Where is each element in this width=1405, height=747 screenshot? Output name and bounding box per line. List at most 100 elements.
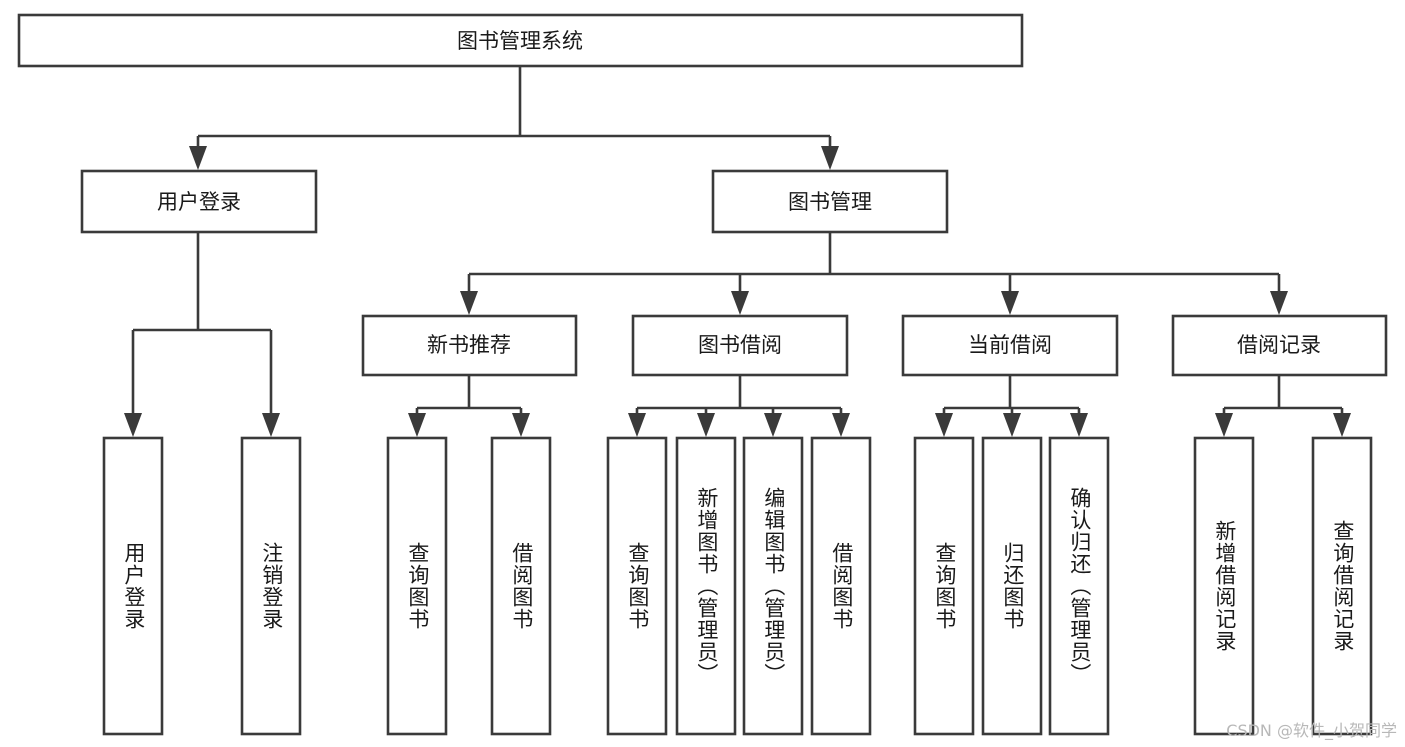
leaf-borrow-record-2-label-wrap: 查询借阅记录 [1330, 520, 1355, 652]
arrow-head-bb-leaf1 [628, 413, 646, 437]
arrow-head-new-book-recommend [460, 291, 478, 315]
leaf-book-borrow-3-label-wrap: 编辑图书（管理员） [761, 487, 786, 685]
connector-group-book-mgmt [460, 232, 1288, 315]
arrow-head-bb-leaf3 [764, 413, 782, 437]
node-current-borrow-box[interactable] [901, 314, 1119, 377]
leaf-current-borrow-2-label-wrap: 归还图书 [1000, 542, 1025, 630]
leaf-borrow-record-2-box[interactable] [1311, 436, 1373, 736]
arrow-head-borrow-record [1270, 291, 1288, 315]
node-borrow-record-box[interactable] [1171, 314, 1388, 377]
node-book-borrow-box[interactable] [631, 314, 849, 377]
leaf-borrow-record-2[interactable]: 查询借阅记录 [1311, 436, 1373, 736]
leaf-new-book-recommend-2-box[interactable] [490, 436, 552, 736]
leaf-current-borrow-1-box[interactable] [913, 436, 975, 736]
leaf-book-borrow-4[interactable]: 借阅图书 [810, 436, 872, 736]
leaf-current-borrow-3-label-wrap: 确认归还（管理员） [1067, 487, 1092, 685]
arrow-head-book-borrow [731, 291, 749, 315]
connector-group-borrow-record [1215, 375, 1351, 437]
leaf-book-borrow-2-label-wrap: 新增图书（管理员） [694, 487, 719, 685]
node-book-borrow[interactable]: 图书借阅 [631, 314, 849, 377]
leaf-current-borrow-1[interactable]: 查询图书 [913, 436, 975, 736]
leaf-current-borrow-3[interactable]: 确认归还（管理员） [1048, 436, 1110, 736]
leaf-book-borrow-3[interactable]: 编辑图书（管理员） [742, 436, 804, 736]
leaf-user-login-2[interactable]: 注销登录 [240, 436, 302, 736]
leaf-new-book-recommend-1-box[interactable] [386, 436, 448, 736]
leaf-user-login-2-label: 注销登录 [259, 542, 284, 630]
leaf-user-login-2-box[interactable] [240, 436, 302, 736]
arrow-head-br-leaf1 [1215, 413, 1233, 437]
arrow-head-cb-leaf3 [1070, 413, 1088, 437]
arrow-head-bb-leaf2 [697, 413, 715, 437]
arrow-head-br-leaf2 [1333, 413, 1351, 437]
node-new-book-recommend-box[interactable] [361, 314, 578, 377]
leaf-book-borrow-4-label-wrap: 借阅图书 [829, 542, 854, 630]
leaf-user-login-2-label-wrap: 注销登录 [259, 542, 284, 630]
leaf-current-borrow-2-box[interactable] [981, 436, 1043, 736]
leaf-borrow-record-2-label: 查询借阅记录 [1330, 520, 1355, 652]
node-root-box[interactable] [17, 13, 1024, 68]
leaf-current-borrow-1-label: 查询图书 [932, 542, 957, 630]
arrow-head-user-login-leaf1 [124, 413, 142, 437]
leaf-book-borrow-1-box[interactable] [606, 436, 668, 736]
node-user-login[interactable]: 用户登录 [80, 169, 318, 234]
leaf-book-borrow-2-label: 新增图书（管理员） [694, 487, 719, 685]
leaf-borrow-record-1-label: 新增借阅记录 [1212, 520, 1237, 652]
leaf-book-borrow-3-label: 编辑图书（管理员） [761, 487, 786, 685]
node-current-borrow[interactable]: 当前借阅 [901, 314, 1119, 377]
leaf-new-book-recommend-1[interactable]: 查询图书 [386, 436, 448, 736]
node-user-login-box[interactable] [80, 169, 318, 234]
leaf-user-login-1[interactable]: 用户登录 [102, 436, 164, 736]
leaf-user-login-1-label: 用户登录 [121, 542, 146, 630]
node-new-book-recommend-label: 新书推荐 [427, 333, 511, 357]
arrow-head-cb-leaf2 [1003, 413, 1021, 437]
node-user-login-label: 用户登录 [157, 190, 241, 214]
node-current-borrow-label: 当前借阅 [968, 333, 1052, 357]
leaf-book-borrow-1-label: 查询图书 [625, 542, 650, 630]
leaf-borrow-record-1-label-wrap: 新增借阅记录 [1212, 520, 1237, 652]
connector-group-root [189, 66, 839, 170]
leaf-book-borrow-4-box[interactable] [810, 436, 872, 736]
node-book-management-box[interactable] [711, 169, 949, 234]
node-borrow-record-label: 借阅记录 [1237, 333, 1321, 357]
leaf-borrow-record-1-box[interactable] [1193, 436, 1255, 736]
leaf-user-login-1-box[interactable] [102, 436, 164, 736]
leaf-book-borrow-2[interactable]: 新增图书（管理员） [675, 436, 737, 736]
leaf-new-book-recommend-1-label: 查询图书 [405, 542, 430, 630]
node-root[interactable]: 图书管理系统 [17, 13, 1024, 68]
leaf-current-borrow-3-label: 确认归还（管理员） [1067, 487, 1092, 685]
arrow-head-nbr-leaf1 [408, 413, 426, 437]
leaf-current-borrow-3-box[interactable] [1048, 436, 1110, 736]
leaf-book-borrow-3-box[interactable] [742, 436, 804, 736]
connector-group-user-login [124, 232, 280, 437]
leaf-current-borrow-1-label-wrap: 查询图书 [932, 542, 957, 630]
leaf-borrow-record-1[interactable]: 新增借阅记录 [1193, 436, 1255, 736]
connector-group-current-borrow [935, 375, 1088, 437]
arrow-head-nbr-leaf2 [512, 413, 530, 437]
arrow-head-bb-leaf4 [832, 413, 850, 437]
leaf-current-borrow-2-label: 归还图书 [1000, 542, 1025, 630]
leaf-current-borrow-2[interactable]: 归还图书 [981, 436, 1043, 736]
leaf-book-borrow-2-box[interactable] [675, 436, 737, 736]
node-root-label: 图书管理系统 [457, 29, 583, 53]
leaf-new-book-recommend-2-label-wrap: 借阅图书 [509, 542, 534, 630]
arrow-head-user-login [189, 146, 207, 170]
node-new-book-recommend[interactable]: 新书推荐 [361, 314, 578, 377]
leaf-book-borrow-1-label-wrap: 查询图书 [625, 542, 650, 630]
node-book-management[interactable]: 图书管理 [711, 169, 949, 234]
arrow-head-user-login-leaf2 [262, 413, 280, 437]
arrow-head-current-borrow [1001, 291, 1019, 315]
leaf-new-book-recommend-2[interactable]: 借阅图书 [490, 436, 552, 736]
connector-group-new-book-recommend [408, 375, 530, 437]
leaf-new-book-recommend-2-label: 借阅图书 [509, 542, 534, 630]
leaf-book-borrow-1[interactable]: 查询图书 [606, 436, 668, 736]
leaf-book-borrow-4-label: 借阅图书 [829, 542, 854, 630]
leaf-new-book-recommend-1-label-wrap: 查询图书 [405, 542, 430, 630]
node-book-management-label: 图书管理 [788, 190, 872, 214]
arrow-head-book-mgmt [821, 146, 839, 170]
node-book-borrow-label: 图书借阅 [698, 333, 782, 357]
node-borrow-record[interactable]: 借阅记录 [1171, 314, 1388, 377]
leaf-user-login-1-label-wrap: 用户登录 [121, 542, 146, 630]
connector-group-book-borrow [628, 375, 850, 437]
